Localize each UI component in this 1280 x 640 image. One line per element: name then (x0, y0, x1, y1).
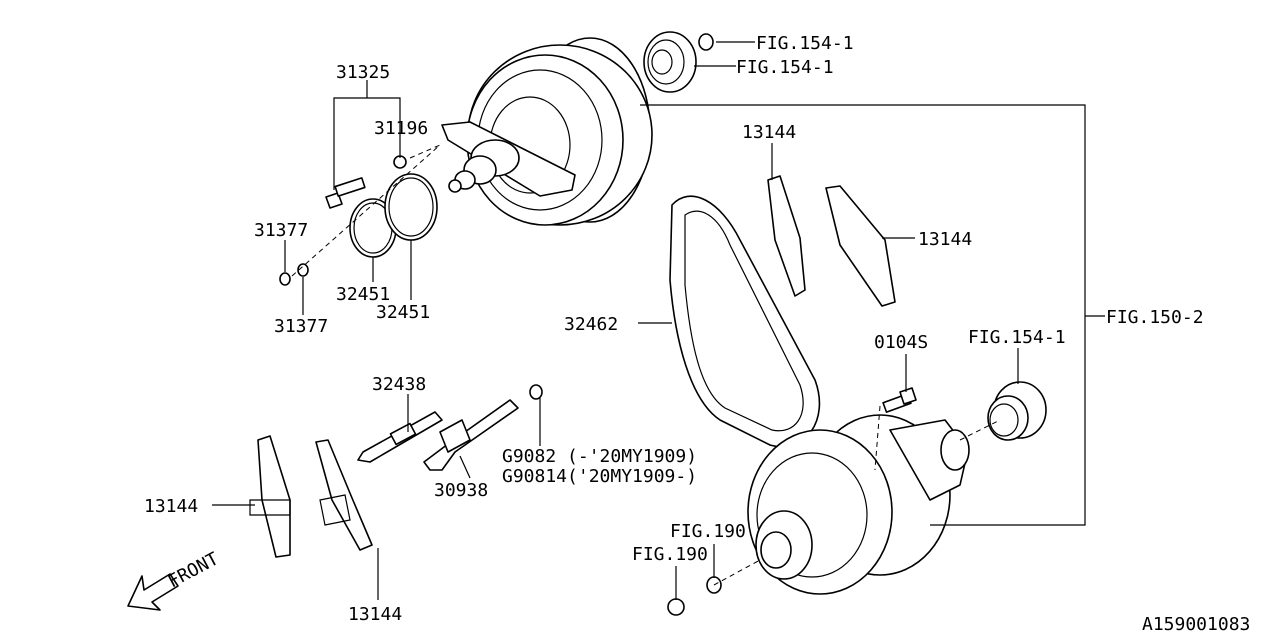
label-13144-bottom: 13144 (348, 604, 402, 625)
o-ring-32451-b (384, 173, 438, 241)
label-31196: 31196 (374, 118, 428, 139)
primary-pulley (441, 37, 653, 226)
guide-13144-top (767, 175, 806, 297)
fig-ref-150-2: FIG.150-2 (1106, 307, 1204, 328)
label-13144-left: 13144 (144, 496, 198, 517)
label-32462: 32462 (564, 314, 618, 335)
label-13144-top: 13144 (742, 122, 796, 143)
guide-13144-right (825, 185, 896, 307)
label-31377-a: 31377 (254, 220, 308, 241)
label-31377-b: 31377 (274, 316, 328, 337)
fig150-2-bracket (640, 104, 1086, 526)
ring-g9082 (529, 384, 543, 400)
diagram-id: A159001083 (1142, 614, 1250, 635)
upper-snap-ring (698, 33, 714, 51)
fig-ref-154-1-a: FIG.154-1 (756, 33, 854, 54)
front-arrow-icon (127, 573, 179, 611)
label-31325: 31325 (336, 62, 390, 83)
front-label: FRONT (164, 548, 222, 592)
label-32451-a: 32451 (336, 284, 390, 305)
pipe-32438 (357, 411, 443, 463)
fig-ref-190-a: FIG.190 (632, 544, 708, 565)
lower-ring-a (667, 598, 685, 616)
fig-ref-154-1-c: FIG.154-1 (968, 327, 1066, 348)
ring-31377-a (279, 272, 291, 286)
pipe-30938 (423, 399, 519, 471)
label-32451-b: 32451 (376, 302, 430, 323)
guide-13144-bottom (315, 439, 373, 551)
fig-ref-154-1-b: FIG.154-1 (736, 57, 834, 78)
fig-ref-190-b: FIG.190 (670, 521, 746, 542)
label-30938: 30938 (434, 480, 488, 501)
label-g90814: G90814('20MY1909-) (502, 466, 697, 487)
upper-bearing (643, 31, 697, 93)
bolt-0104s (882, 387, 917, 413)
label-g9082: G9082 (-'20MY1909) (502, 446, 697, 467)
bolt-31325 (325, 177, 366, 209)
label-0104s: 0104S (874, 332, 928, 353)
secondary-pulley (747, 414, 970, 595)
lower-bearing (987, 381, 1047, 441)
label-32438: 32438 (372, 374, 426, 395)
label-13144-right: 13144 (918, 229, 972, 250)
ring-31377-b (297, 263, 309, 277)
guide-13144-left (249, 435, 291, 558)
